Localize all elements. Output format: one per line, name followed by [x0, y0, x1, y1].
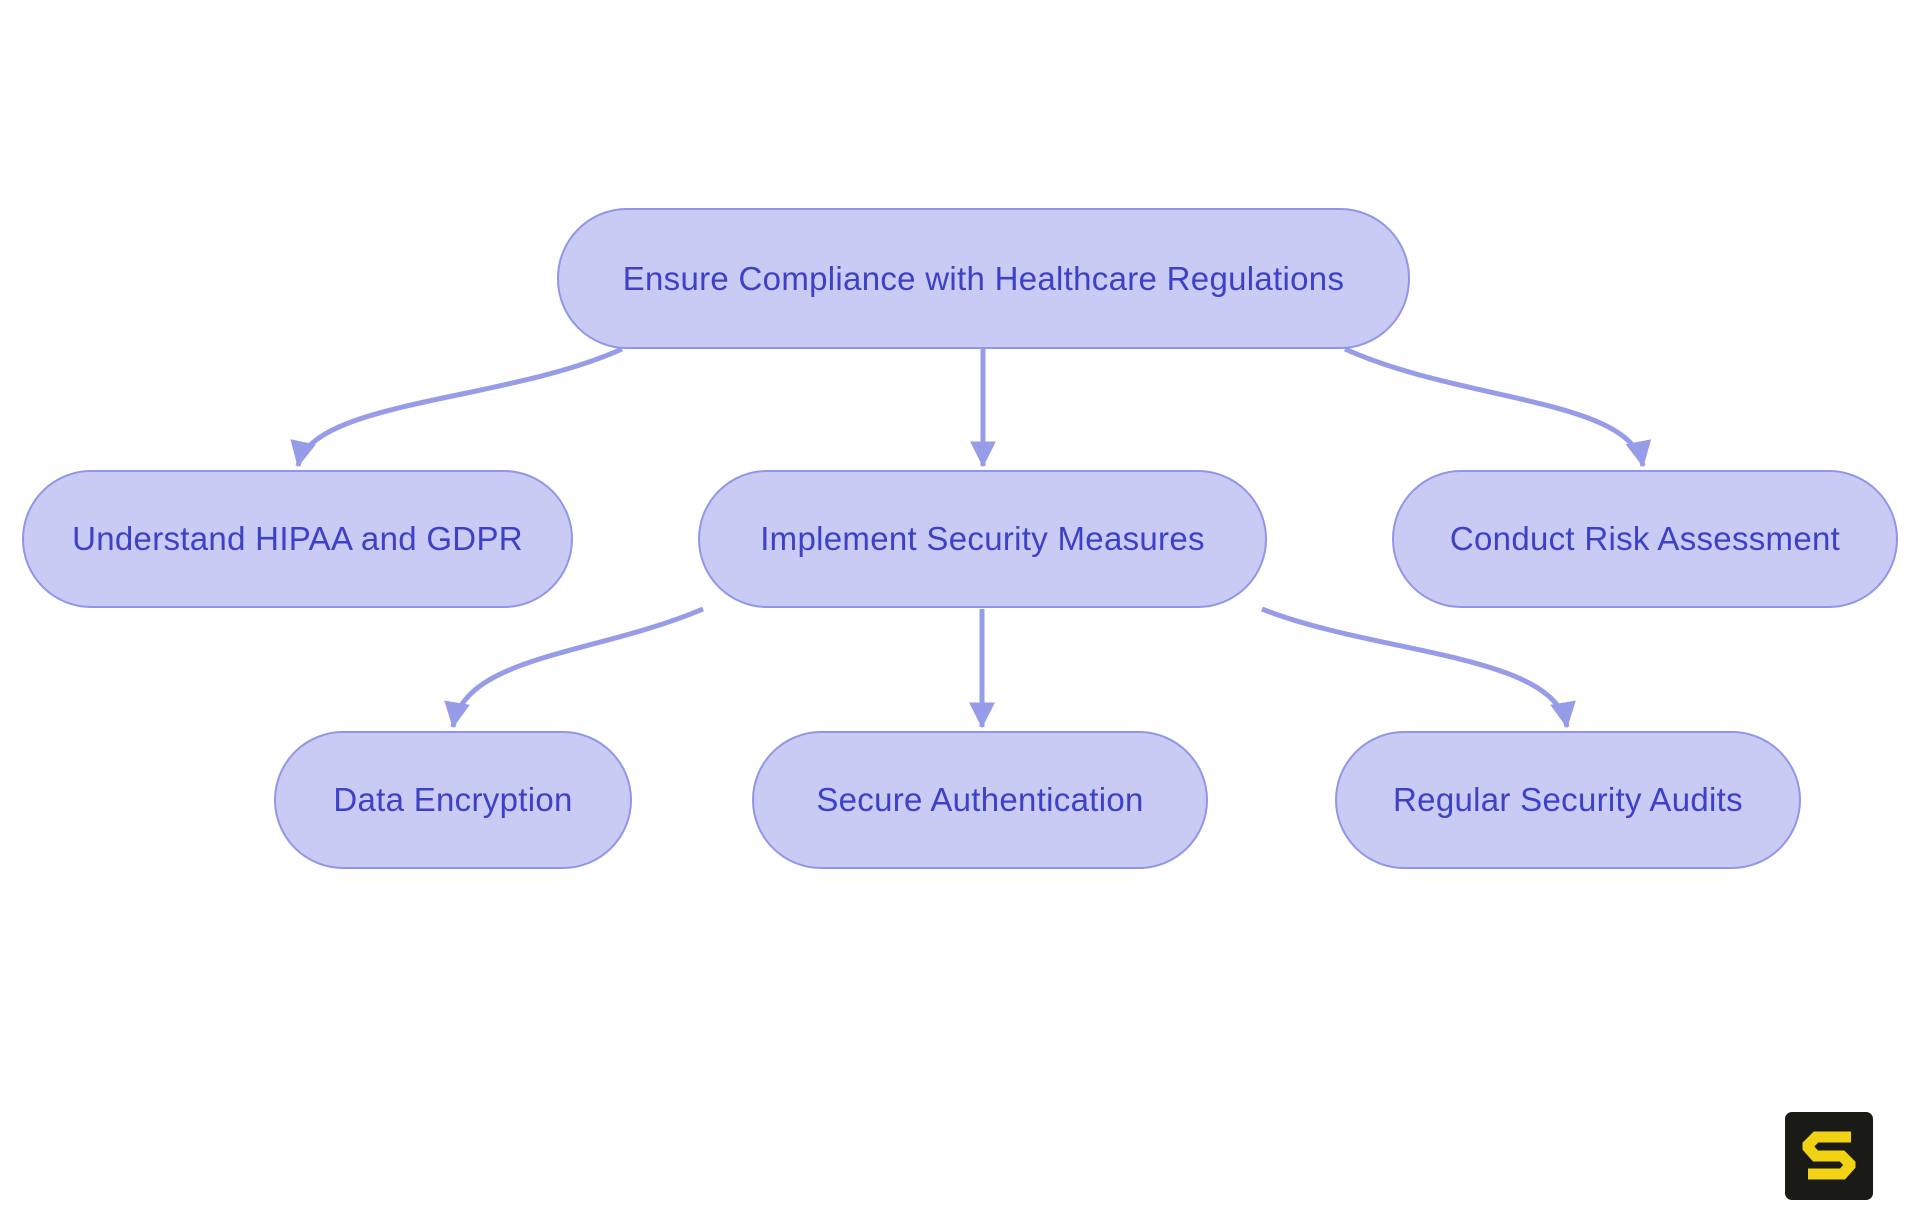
node-label: Implement Security Measures [760, 520, 1205, 558]
node-risk: Conduct Risk Assessment [1392, 470, 1898, 608]
node-label: Ensure Compliance with Healthcare Regula… [622, 259, 1345, 297]
node-audits: Regular Security Audits [1335, 731, 1801, 869]
node-security: Implement Security Measures [698, 470, 1267, 608]
node-label: Understand HIPAA and GDPR [72, 520, 523, 558]
node-label: Secure Authentication [816, 781, 1144, 819]
node-auth: Secure Authentication [752, 731, 1208, 869]
edge-security-to-audits [1261, 606, 1576, 729]
s-logo-icon [1802, 1131, 1856, 1180]
node-label: Conduct Risk Assessment [1449, 520, 1841, 558]
node-hipaa: Understand HIPAA and GDPR [22, 470, 573, 608]
node-encryption: Data Encryption [274, 731, 632, 869]
brand-logo [1785, 1112, 1873, 1200]
node-label: Data Encryption [333, 781, 573, 819]
edge-security-to-encryption [444, 606, 704, 729]
edge-root-to-hipaa [290, 346, 624, 468]
node-root: Ensure Compliance with Healthcare Regula… [557, 208, 1410, 349]
node-label: Regular Security Audits [1393, 781, 1743, 819]
edge-root-to-risk [1343, 346, 1652, 468]
